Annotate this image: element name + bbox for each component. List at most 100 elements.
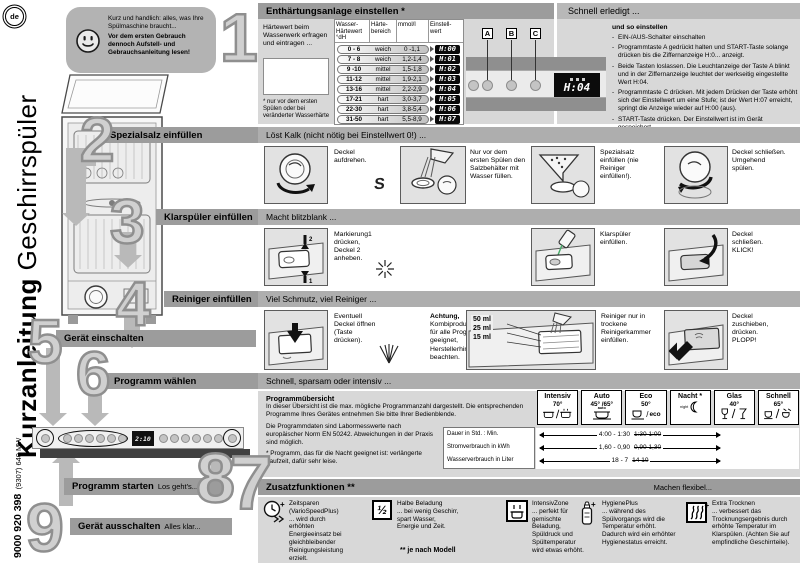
program-tile-nacht[interactable]: Nacht * night <box>669 390 711 425</box>
water-values-struck: 14 10 <box>630 457 651 464</box>
einstellwert-badge: H:04 <box>435 84 460 94</box>
time-saving-icon: + <box>263 500 285 523</box>
mini-panel-button-c <box>529 80 541 91</box>
bubble-warning-text: Vor dem ersten Gebrauch dennoch Aufstell… <box>108 33 191 56</box>
program-temp: 50° <box>641 400 651 408</box>
step8-title: Programm starten <box>72 481 154 492</box>
bullet-dash: - <box>612 115 615 123</box>
quick-wash-icon <box>764 408 792 420</box>
col-header-haertewert: Wasser-Härtewert °dH <box>335 20 370 42</box>
feature-title: Halbe Beladung <box>397 500 443 507</box>
program-temp: 65° <box>773 400 784 408</box>
program-tile-auto[interactable]: Auto 45° /65° auto <box>581 390 623 425</box>
chevron-icon <box>430 66 434 72</box>
step3-title: Klarspüler einfüllen <box>164 211 253 223</box>
bereich-value: hart <box>377 95 389 103</box>
model-footnote: ** je nach Modell <box>400 547 456 554</box>
bereich-value: mittel <box>375 65 391 73</box>
night-icon-label: night <box>679 405 689 410</box>
program-tile-intensiv[interactable]: Intensiv 70° <box>537 390 579 425</box>
rinse-close-figure <box>664 228 728 286</box>
option-button[interactable] <box>159 434 168 443</box>
feature-extra-trocknen: Extra Trocknen ... verbessert das Trockn… <box>712 500 796 547</box>
step-number-7: 7 <box>229 441 274 526</box>
figure-label-1: 1 <box>309 279 313 285</box>
dose-50ml: 50 ml <box>473 316 491 323</box>
option-button[interactable] <box>181 434 190 443</box>
overview-title: Programmübersicht <box>266 394 335 403</box>
feature-title: Extra Trocknen <box>712 500 755 507</box>
program-name: Eco <box>639 393 653 400</box>
label-button-b: B <box>506 28 517 39</box>
program-name: Nacht * <box>678 393 703 400</box>
mmol-value: 1,9-2,1 <box>402 75 422 83</box>
einstellwert-badge: H:01 <box>435 54 460 64</box>
program-tile-glas[interactable]: Glas 40° <box>713 390 755 425</box>
step1-note: Härtewert beim Wasserwerk erfragen und e… <box>263 24 328 48</box>
rinse-aid-icon <box>376 260 394 278</box>
option-button[interactable] <box>170 434 179 443</box>
step-number-8: 8 <box>195 439 236 517</box>
half-load-icon: ½ <box>372 500 392 520</box>
step9-title: Gerät ausschalten <box>78 521 161 532</box>
mmol-value: 2,2-2,9 <box>402 85 422 93</box>
dh-value: 31-50 <box>345 115 363 123</box>
quick-step-text: EIN-/AUS-Schalter einschalten <box>618 33 706 41</box>
overview-p1: In dieser Übersicht ist die max. möglich… <box>266 403 524 418</box>
step5-band: Gerät einschalten <box>56 330 256 347</box>
dh-value: 17-21 <box>345 95 363 103</box>
detergent-fill-figure: 50 ml 25 ml 15 ml <box>466 310 596 370</box>
dh-value: 0 - 6 <box>347 45 361 53</box>
power-button-highlight <box>36 429 54 447</box>
smiley-icon <box>76 29 100 53</box>
step2-subtitle-band: Löst Kalk (nicht nötig bei Einstellwert … <box>258 127 800 143</box>
display-status-icons <box>569 77 585 81</box>
bullet-dash: - <box>612 62 615 70</box>
program-tile-schnell[interactable]: Schnell 65° <box>757 390 800 425</box>
feature-text: ... wird durch erhöhten Energieeinsatz b… <box>289 515 344 562</box>
step3-subtitle: Macht blitzblank ... <box>266 212 337 222</box>
hardness-entry-box[interactable] <box>263 58 329 95</box>
start-button-highlight <box>223 429 241 447</box>
option-button[interactable] <box>214 434 223 443</box>
option-button[interactable] <box>192 434 201 443</box>
label-button-c: C <box>530 28 541 39</box>
salt-cap-close-figure <box>664 146 728 204</box>
mini-panel-button <box>468 80 479 91</box>
step4-caption-3: Deckel zuschieben, drücken. PLOPP! <box>732 313 769 345</box>
arrow-step3-bar <box>120 232 136 256</box>
einstellwert-badge: H:02 <box>435 64 460 74</box>
step6-title: Programm wählen <box>114 375 197 387</box>
dishes-icon <box>592 411 611 420</box>
step1-footnote: * nur vor dem ersten Spülen oder bei ver… <box>263 99 330 120</box>
bullet-dash: - <box>612 33 615 41</box>
step2-caption-3: Spezialsalz einfüllen (nie Reiniger einf… <box>600 149 639 181</box>
dh-value: 9 -10 <box>346 65 362 73</box>
pot-icon <box>542 409 571 419</box>
step2-title: Spezialsalz einfüllen <box>110 129 203 141</box>
program-buttons-highlight <box>58 429 128 447</box>
program-name: Glas <box>726 393 742 400</box>
step2-subtitle: Löst Kalk (nicht nötig bei Einstellwert … <box>266 130 427 140</box>
quick-step: -EIN-/AUS-Schalter einschalten <box>612 34 798 42</box>
program-tile-eco[interactable]: Eco 50° /eco <box>625 390 667 425</box>
step8-band: Programm starten Los geht's... <box>64 478 226 495</box>
feature-title: HygienePlus <box>602 500 638 507</box>
feature-title: Zeitsparen (VarioSpeedPlus) <box>289 500 339 515</box>
step5-title: Gerät einschalten <box>64 333 144 344</box>
mmol-value: 1,2-1,4 <box>402 55 422 63</box>
arrow-step2-head <box>62 213 90 226</box>
intro-bubble: Kurz und handlich: alles, was Ihre Spülm… <box>66 7 216 73</box>
einstellwert-badge: H:05 <box>435 94 460 104</box>
step6-band: Programm wählen <box>106 373 258 389</box>
hygiene-plus-icon: + <box>581 500 596 525</box>
feature-text: ... während des Spülvorgangs wird die Te… <box>602 507 676 547</box>
step7-tagline: Machen flexibel... <box>653 482 712 492</box>
option-button[interactable] <box>203 434 212 443</box>
quick-band: Schnell erledigt ... <box>557 3 800 19</box>
step-number-2: 2 <box>79 106 116 175</box>
